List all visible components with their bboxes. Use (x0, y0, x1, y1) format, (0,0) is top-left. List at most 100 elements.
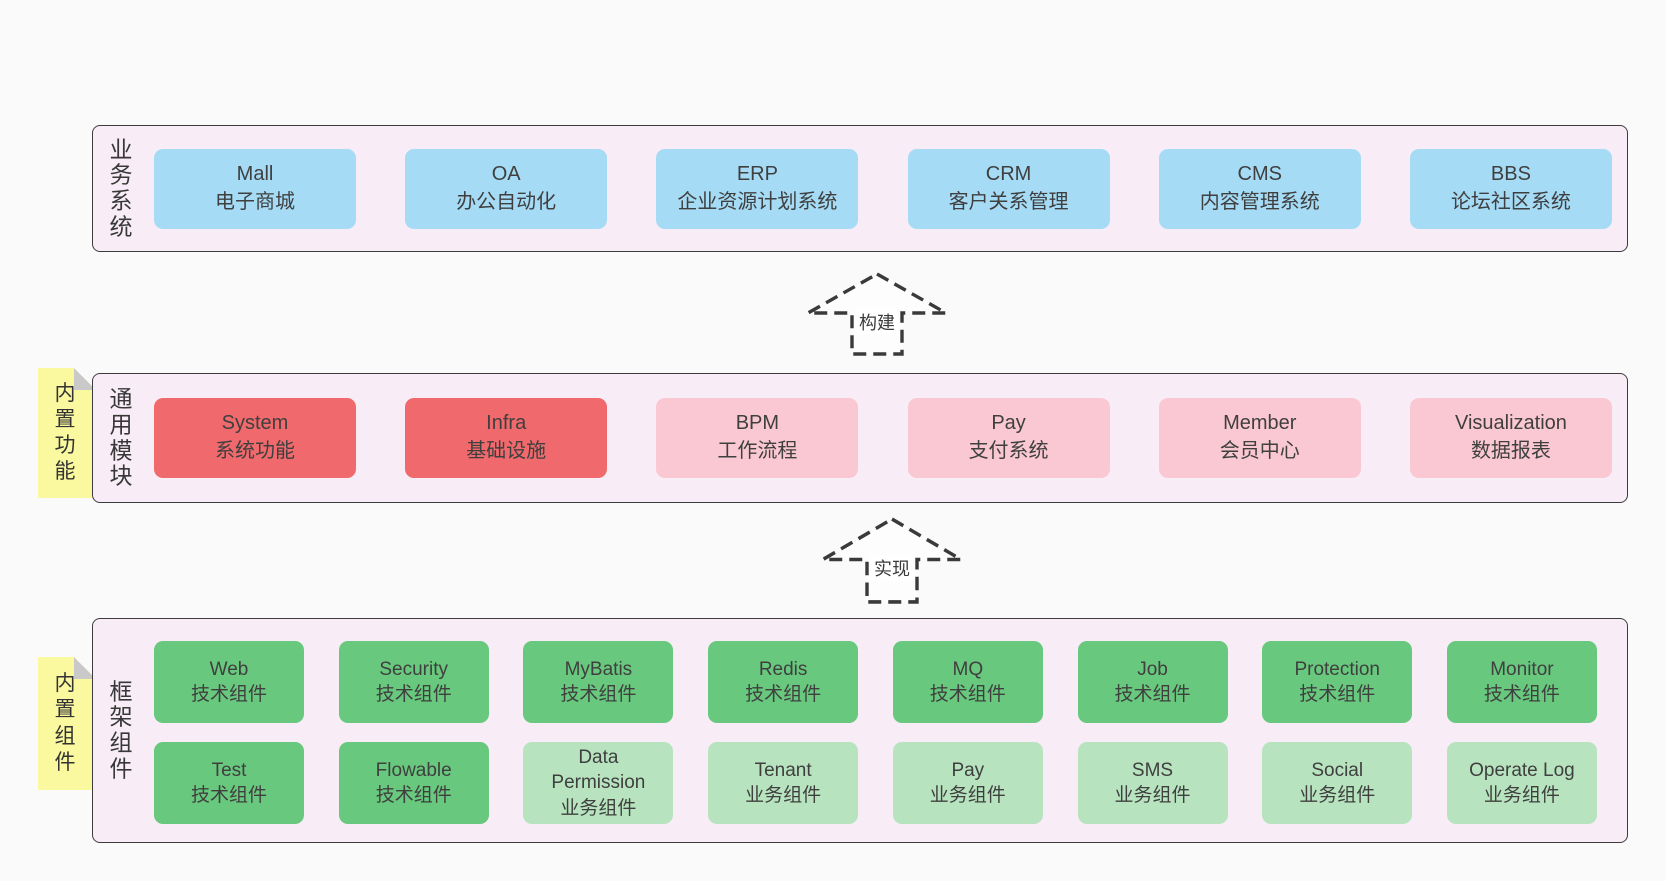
box-subtitle: 技术组件 (1483, 684, 1560, 705)
box-title: System (221, 412, 289, 435)
box-title: OA (491, 162, 521, 185)
business-boxes: Mall 电子商城 OA 办公自动化 ERP 企业资源计划系统 CRM 客户关系… (154, 126, 1612, 251)
box-title: Social (1311, 759, 1364, 781)
component-box-job[interactable]: Job 技术组件 (1077, 641, 1228, 723)
module-box-infra[interactable]: Infra 基础设施 (405, 398, 608, 478)
box-title: Visualization (1454, 412, 1567, 435)
system-box-bbs[interactable]: BBS 论坛社区系统 (1409, 148, 1612, 229)
box-subtitle: 业务组件 (745, 785, 822, 806)
box-title: Data Permission (551, 747, 646, 794)
module-box-system[interactable]: System 系统功能 (154, 398, 356, 478)
box-subtitle: 业务组件 (929, 785, 1006, 806)
box-subtitle: 支付系统 (968, 440, 1049, 462)
sticky-label: 内置组件 (54, 672, 76, 774)
system-box-cms[interactable]: CMS 内容管理系统 (1158, 148, 1361, 229)
box-title: Tenant (754, 759, 812, 781)
box-subtitle: 数据报表 (1470, 440, 1551, 462)
box-title: Web (209, 658, 249, 680)
band-framework-components: 框架组件 Web 技术组件 Security 技术组件 MyBatis 技术组件… (92, 618, 1628, 843)
box-subtitle: 技术组件 (929, 684, 1006, 705)
box-subtitle: 工作流程 (717, 440, 798, 462)
box-subtitle: 会员中心 (1219, 440, 1300, 462)
sticky-built-in-components[interactable]: 内置组件 (38, 657, 96, 790)
component-box-pay[interactable]: Pay 业务组件 (892, 742, 1043, 824)
box-subtitle: 技术组件 (1114, 684, 1191, 705)
box-title: Protection (1294, 658, 1380, 680)
box-title: BBS (1490, 162, 1531, 185)
component-row-2: Test 技术组件 Flowable 技术组件 Data Permission … (154, 742, 1597, 824)
box-subtitle: 论坛社区系统 (1450, 190, 1571, 213)
box-title: Redis (758, 658, 808, 680)
box-title: BPM (735, 412, 780, 435)
box-subtitle: 基础设施 (466, 440, 547, 462)
box-title: SMS (1131, 759, 1174, 781)
box-subtitle: 技术组件 (375, 785, 452, 806)
component-box-tenant[interactable]: Tenant 业务组件 (708, 742, 859, 824)
component-boxes: Web 技术组件 Security 技术组件 MyBatis 技术组件 Redi… (154, 641, 1597, 824)
box-subtitle: 客户关系管理 (948, 190, 1069, 213)
band-modules-label: 通用模块 (109, 385, 133, 489)
band-business-label: 业务系统 (109, 136, 133, 240)
system-box-crm[interactable]: CRM 客户关系管理 (907, 148, 1110, 229)
box-subtitle: 业务组件 (560, 797, 637, 819)
box-title: Job (1137, 658, 1168, 680)
component-box-data-permission[interactable]: Data Permission 业务组件 (523, 742, 674, 824)
sticky-label: 内置功能 (54, 381, 76, 484)
box-title: Pay (991, 412, 1026, 435)
component-box-test[interactable]: Test 技术组件 (154, 742, 304, 824)
box-subtitle: 企业资源计划系统 (677, 190, 838, 213)
box-title: Mall (236, 162, 274, 185)
box-subtitle: 技术组件 (1299, 684, 1376, 705)
box-subtitle: 办公自动化 (456, 190, 557, 213)
box-subtitle: 技术组件 (375, 684, 452, 705)
box-subtitle: 技术组件 (745, 684, 822, 705)
box-title: MQ (952, 658, 984, 680)
component-box-mq[interactable]: MQ 技术组件 (892, 641, 1043, 723)
component-box-social[interactable]: Social 业务组件 (1262, 742, 1413, 824)
module-box-bpm[interactable]: BPM 工作流程 (656, 398, 859, 478)
system-box-oa[interactable]: OA 办公自动化 (405, 148, 608, 229)
build-arrow-label: 构建 (856, 308, 898, 335)
box-subtitle: 技术组件 (190, 684, 267, 705)
box-title: Infra (486, 412, 527, 435)
box-subtitle: 业务组件 (1483, 785, 1560, 806)
component-box-web[interactable]: Web 技术组件 (154, 641, 304, 723)
box-subtitle: 业务组件 (1114, 785, 1191, 806)
component-box-monitor[interactable]: Monitor 技术组件 (1446, 641, 1597, 723)
implement-arrow-label: 实现 (871, 555, 913, 582)
component-row-1: Web 技术组件 Security 技术组件 MyBatis 技术组件 Redi… (154, 641, 1597, 723)
module-box-visualization[interactable]: Visualization 数据报表 (1409, 398, 1612, 478)
box-subtitle: 电子商城 (215, 190, 295, 213)
box-title: Pay (951, 759, 985, 781)
component-box-protection[interactable]: Protection 技术组件 (1262, 641, 1413, 723)
band-common-modules: 通用模块 System 系统功能 Infra 基础设施 BPM 工作流程 Pay… (92, 373, 1628, 503)
module-box-member[interactable]: Member 会员中心 (1158, 398, 1361, 478)
component-box-mybatis[interactable]: MyBatis 技术组件 (523, 641, 674, 723)
box-title: MyBatis (564, 658, 633, 680)
box-title: ERP (736, 162, 778, 185)
module-boxes: System 系统功能 Infra 基础设施 BPM 工作流程 Pay 支付系统… (154, 374, 1612, 502)
box-title: Test (211, 759, 247, 781)
band-business-systems: 业务系统 Mall 电子商城 OA 办公自动化 ERP 企业资源计划系统 CRM… (92, 125, 1628, 252)
box-title: Flowable (375, 759, 452, 781)
system-box-erp[interactable]: ERP 企业资源计划系统 (656, 148, 859, 229)
box-subtitle: 业务组件 (1299, 785, 1376, 806)
build-arrow[interactable]: 构建 (806, 272, 948, 356)
sticky-built-in-features[interactable]: 内置功能 (38, 368, 96, 498)
module-box-pay[interactable]: Pay 支付系统 (907, 398, 1110, 478)
implement-arrow[interactable]: 实现 (821, 517, 963, 604)
component-box-flowable[interactable]: Flowable 技术组件 (338, 742, 489, 824)
component-box-redis[interactable]: Redis 技术组件 (708, 641, 859, 723)
component-box-sms[interactable]: SMS 业务组件 (1077, 742, 1228, 824)
component-box-operate-log[interactable]: Operate Log 业务组件 (1446, 742, 1597, 824)
system-box-mall[interactable]: Mall 电子商城 (154, 148, 356, 229)
box-subtitle: 系统功能 (215, 440, 295, 462)
box-title: CMS (1237, 162, 1282, 185)
box-title: CRM (985, 162, 1032, 185)
box-subtitle: 内容管理系统 (1199, 190, 1320, 213)
box-title: Member (1223, 412, 1297, 435)
box-title: Operate Log (1469, 759, 1575, 781)
box-subtitle: 技术组件 (560, 684, 637, 705)
box-subtitle: 技术组件 (190, 785, 267, 806)
component-box-security[interactable]: Security 技术组件 (338, 641, 489, 723)
